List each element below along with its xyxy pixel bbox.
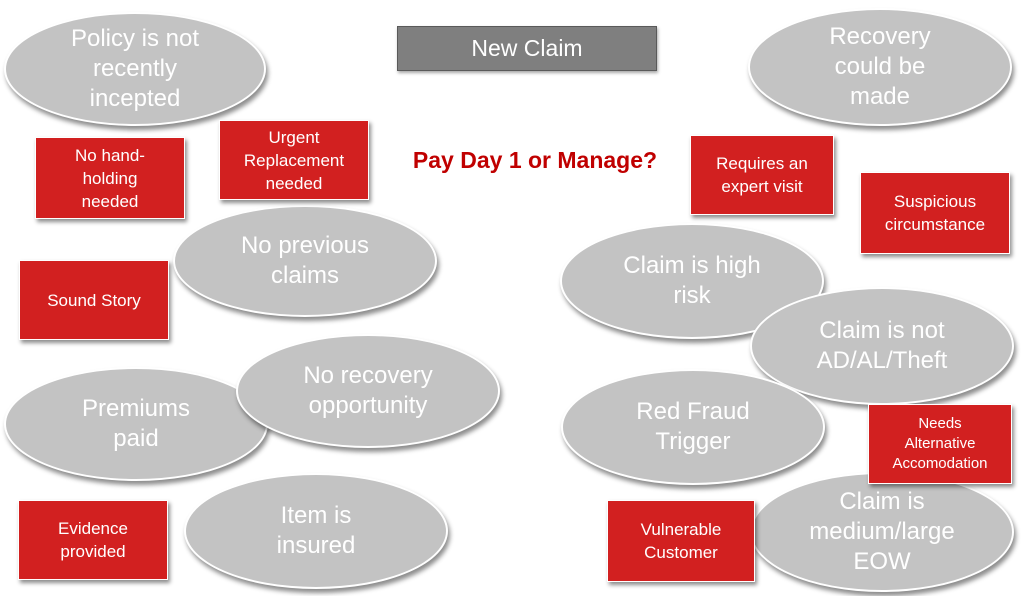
box-urgent-replacement-needed: Urgent Replacement needed [219,120,369,200]
box-evidence-provided: Evidence provided [18,500,168,580]
new-claim-header: New Claim [397,26,657,71]
ellipse-policy-not-recently-incepted: Policy is not recently incepted [4,12,266,126]
box-no-hand-holding-needed: No hand- holding needed [35,137,185,219]
ellipse-item-is-insured: Item is insured [184,473,448,589]
ellipse-claim-not-ad-al-theft: Claim is not AD/AL/Theft [750,287,1014,405]
box-requires-expert-visit: Requires an expert visit [690,135,834,215]
ellipse-no-recovery-opportunity: No recovery opportunity [236,334,500,448]
ellipse-claim-medium-large-eow: Claim is medium/large EOW [750,472,1014,592]
box-needs-alternative-accomodation: Needs Alternative Accomodation [868,404,1012,484]
ellipse-red-fraud-trigger: Red Fraud Trigger [561,369,825,485]
ellipse-claim-is-high-risk: Claim is high risk [560,223,824,339]
box-vulnerable-customer: Vulnerable Customer [607,500,755,582]
box-sound-story: Sound Story [19,260,169,340]
ellipse-premiums-paid: Premiums paid [4,367,268,481]
box-suspicious-circumstance: Suspicious circumstance [860,172,1010,254]
ellipse-no-previous-claims: No previous claims [173,205,437,317]
center-title: Pay Day 1 or Manage? [412,146,658,173]
ellipse-recovery-could-be-made: Recovery could be made [748,8,1012,126]
